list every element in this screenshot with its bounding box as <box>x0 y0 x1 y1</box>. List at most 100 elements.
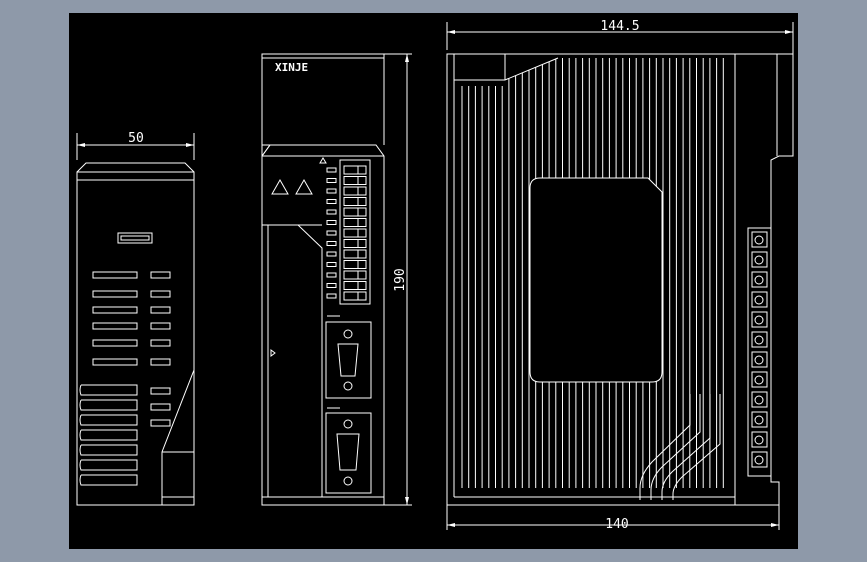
left-end-view <box>76 133 195 506</box>
dimension-arrowhead <box>405 497 409 505</box>
connector-cn1-dsub <box>337 343 359 377</box>
front-terminal <box>343 239 367 248</box>
drawing-canvas: 50 XINJE 19 <box>69 13 798 549</box>
dimension-arrowhead <box>447 523 455 527</box>
connector-cn2-frame <box>325 412 372 494</box>
side-terminal <box>751 351 768 368</box>
side-terminal-strip <box>747 227 772 477</box>
side-terminal <box>751 391 768 408</box>
left-vent-short <box>150 339 171 347</box>
side-terminal <box>751 291 768 308</box>
side-terminal-screw <box>754 395 764 405</box>
left-vent-long <box>92 290 138 298</box>
front-terminal <box>343 270 367 280</box>
front-terminal-marking <box>326 283 337 288</box>
dimension-arrowhead <box>405 54 409 62</box>
side-view-curve-1 <box>639 394 691 500</box>
left-vent-lower <box>79 474 138 486</box>
dimension-arrowhead <box>186 143 194 147</box>
left-vent-short <box>150 290 171 298</box>
side-terminal-screw <box>754 455 764 465</box>
front-terminal <box>343 165 367 175</box>
left-vent-long <box>92 271 138 279</box>
left-vent-long <box>92 339 138 347</box>
side-view-window <box>529 177 663 383</box>
front-terminal-marking <box>326 230 337 236</box>
side-terminal-screw <box>754 295 764 305</box>
dimension-arrowhead <box>785 30 793 34</box>
side-view-top-step <box>453 54 559 81</box>
front-terminal <box>343 176 367 185</box>
brand-logo: XINJE <box>275 61 308 74</box>
left-vent-long <box>92 322 138 330</box>
side-view-curve-3 <box>661 394 711 500</box>
front-terminal-block <box>339 159 371 305</box>
front-terminal-marking <box>326 293 337 299</box>
front-terminal <box>343 260 367 269</box>
front-side-triangle-icon <box>270 349 276 357</box>
front-view <box>261 53 412 506</box>
cad-drawing: 50 XINJE 19 <box>76 19 794 532</box>
dim-top-depth-label: 144.5 <box>600 19 639 34</box>
connector-cn2-screw-top <box>343 419 353 429</box>
dimension-arrowhead <box>771 523 779 527</box>
side-terminal-screw <box>754 275 764 285</box>
side-terminal <box>751 251 768 268</box>
side-terminal-screw <box>754 375 764 385</box>
left-vent-short <box>150 306 171 314</box>
left-vent-lower <box>79 429 138 441</box>
front-terminal-marking <box>326 188 337 194</box>
side-view <box>446 22 794 530</box>
warning-triangle-hot <box>295 178 313 195</box>
left-vent-short <box>150 271 171 279</box>
side-terminal <box>751 331 768 348</box>
front-terminal-rows <box>326 165 367 301</box>
side-terminal <box>751 451 768 468</box>
front-terminal-marking <box>326 251 337 257</box>
side-terminal-rows <box>751 231 768 468</box>
dim-height-label: 190 <box>393 268 408 291</box>
front-terminal <box>343 249 367 259</box>
front-terminal <box>343 228 367 238</box>
front-terminal-marking <box>326 241 337 246</box>
side-terminal-screw <box>754 315 764 325</box>
left-vent-lower <box>79 444 138 456</box>
front-terminal <box>343 218 367 227</box>
dim-bottom-depth-label: 140 <box>605 517 628 532</box>
front-terminal <box>343 291 367 301</box>
left-vent-lower <box>79 384 138 396</box>
connector-cn2-screw-bottom <box>343 476 353 486</box>
side-terminal-screw <box>754 255 764 265</box>
front-terminal <box>343 207 367 217</box>
left-vent-lower <box>79 459 138 471</box>
front-upper-housing <box>261 53 385 145</box>
left-vent-long <box>92 358 138 366</box>
side-terminal-screw <box>754 355 764 365</box>
front-cover <box>267 224 323 498</box>
dimension-arrowhead <box>447 30 455 34</box>
left-vent-short <box>150 322 171 330</box>
left-vent-short <box>150 403 171 411</box>
left-vent-long <box>92 306 138 314</box>
dimension-arrows <box>77 30 793 527</box>
side-view-curve-4 <box>672 394 721 500</box>
front-terminal-marking <box>326 262 337 267</box>
side-terminal <box>751 411 768 428</box>
left-view-top-cap <box>76 162 195 173</box>
connector-cn2-dsub <box>336 433 360 471</box>
connector-cn1-screw-top <box>343 329 353 339</box>
front-terminal-marking <box>326 199 337 204</box>
left-vent-short <box>150 419 171 427</box>
dimension-arrowhead <box>77 143 85 147</box>
side-terminal <box>751 311 768 328</box>
left-vent-short <box>150 387 171 395</box>
left-vent-lower <box>79 399 138 411</box>
side-terminal-screw <box>754 235 764 245</box>
side-terminal <box>751 371 768 388</box>
side-terminal-screw <box>754 335 764 345</box>
front-terminal-marking <box>326 167 337 173</box>
side-terminal <box>751 231 768 248</box>
front-terminal <box>343 186 367 196</box>
connector-cn1-screw-bottom <box>343 381 353 391</box>
side-terminal <box>751 271 768 288</box>
